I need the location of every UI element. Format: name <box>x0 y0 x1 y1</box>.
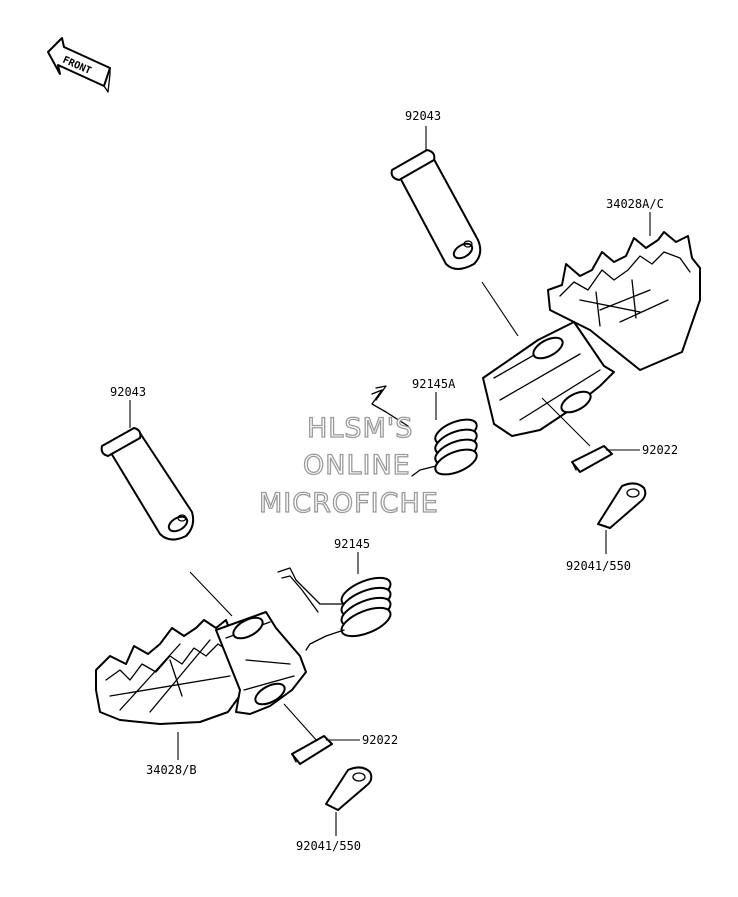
spring-lower <box>277 552 392 651</box>
label-footpeg-lower: 34028/B <box>146 763 197 777</box>
watermark: HLSM'S ONLINE MICROFICHE <box>258 412 439 519</box>
cotter-lower <box>325 766 373 836</box>
watermark-line2: ONLINE <box>303 450 411 481</box>
label-washer-lower: 92022 <box>362 733 398 747</box>
label-cotter-lower: 92041/550 <box>296 839 361 853</box>
spring-upper <box>371 385 478 477</box>
pin-lower <box>100 400 195 541</box>
footpeg-upper <box>482 212 701 437</box>
front-arrow-icon: FRONT <box>47 37 111 93</box>
watermark-line1: HLSM'S <box>307 413 413 444</box>
washer-lower <box>291 735 360 765</box>
label-washer-upper: 92022 <box>642 443 678 457</box>
label-pin-lower: 92043 <box>110 385 146 399</box>
footpeg-lower <box>95 611 307 760</box>
label-footpeg-upper: 34028A/C <box>606 197 664 211</box>
pin-upper <box>390 126 482 270</box>
label-pin-upper: 92043 <box>405 109 441 123</box>
label-spring-lower: 92145 <box>334 537 370 551</box>
cotter-upper <box>597 482 647 554</box>
label-spring-upper: 92145A <box>412 377 456 391</box>
label-cotter-upper: 92041/550 <box>566 559 631 573</box>
watermark-line3: MICROFICHE <box>259 488 439 519</box>
washer-upper <box>571 445 640 473</box>
